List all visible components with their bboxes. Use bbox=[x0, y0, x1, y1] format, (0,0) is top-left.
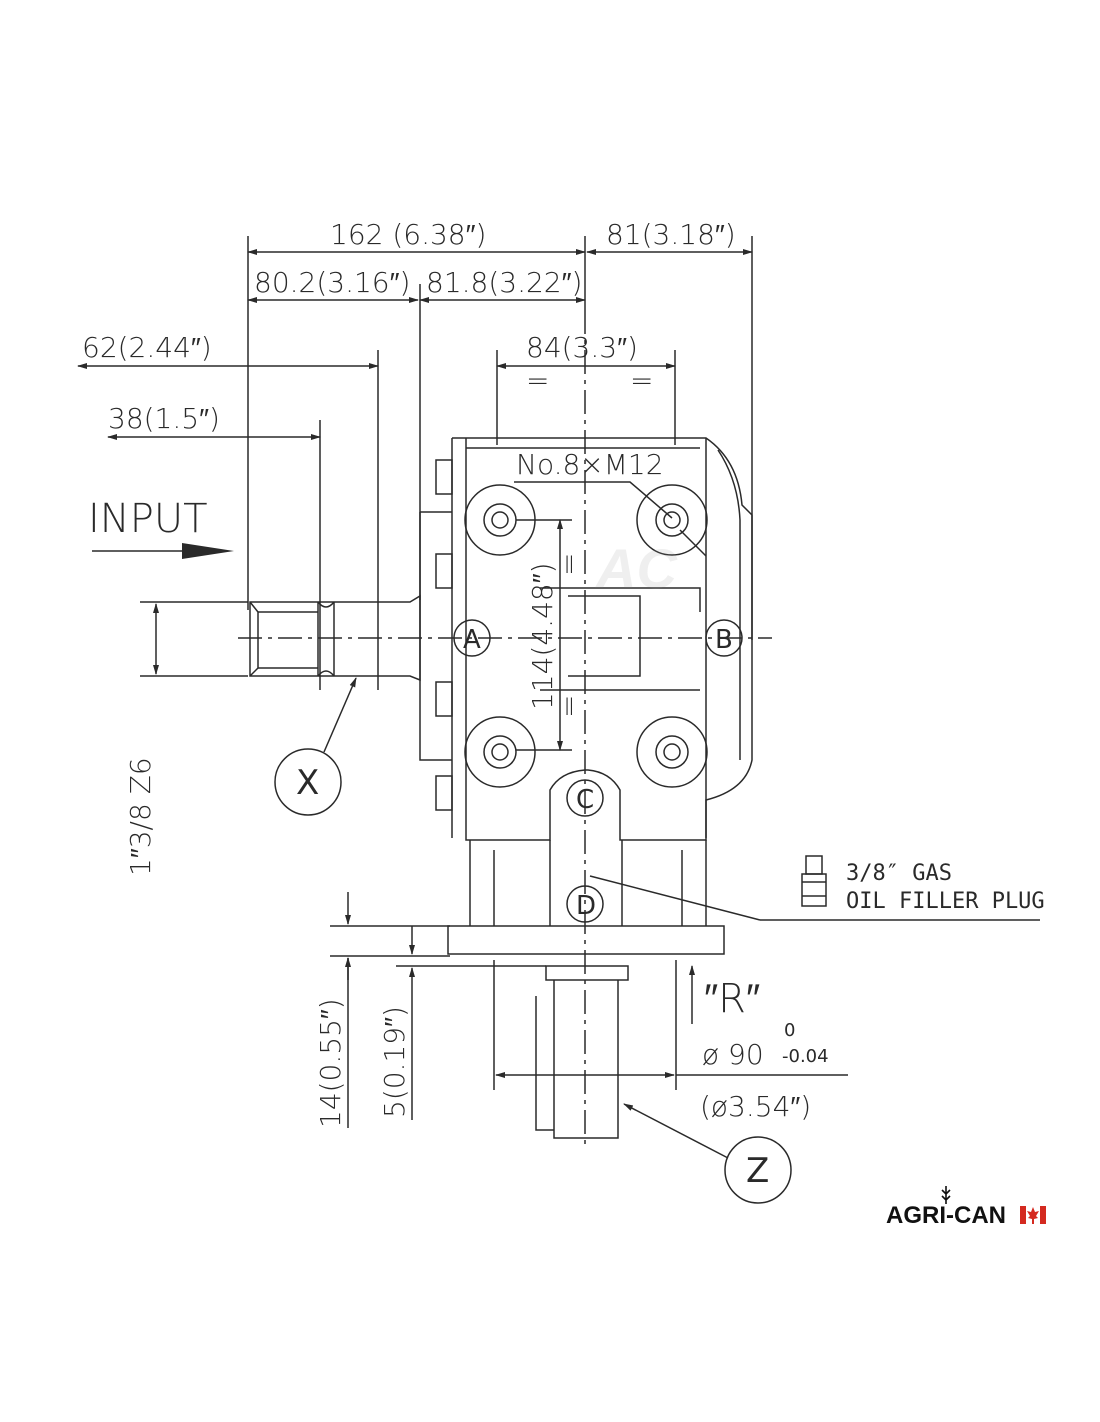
equal-vertical-bottom: = bbox=[552, 695, 585, 718]
plug-label-line1: 3/8″ GAS bbox=[846, 861, 952, 886]
tolerance-lower: -0.04 bbox=[782, 1046, 829, 1067]
dim-162-label: 162 (6.38″) bbox=[330, 218, 486, 251]
dim-14-label: 14(0.55″) bbox=[314, 998, 347, 1128]
dim-shaft-spline-label: 1″3/8 Z6 bbox=[124, 757, 157, 876]
point-b-label: B bbox=[715, 625, 733, 655]
agri-can-logo: AGRI-CAN bbox=[886, 1186, 1046, 1229]
point-d-label: D bbox=[576, 891, 596, 921]
wheat-icon bbox=[941, 1186, 951, 1204]
dim-62-label: 62(2.44″) bbox=[82, 331, 212, 364]
equal-vertical-top: = bbox=[552, 553, 585, 576]
dim-114-label: 114(4.48″) bbox=[526, 562, 559, 710]
canada-flag-icon bbox=[1020, 1206, 1046, 1224]
dim-81-label: 81(3.18″) bbox=[606, 218, 736, 251]
tolerance-upper: 0 bbox=[784, 1020, 795, 1041]
svg-text:AC: AC bbox=[594, 537, 678, 600]
equal-right: = bbox=[630, 364, 653, 397]
dim-80-2-label: 80.2(3.16″) bbox=[254, 266, 410, 299]
bolts-label: No.8×M12 bbox=[516, 448, 664, 481]
dia-354-label: (ø3.54″) bbox=[700, 1090, 811, 1123]
dia-90-label: ø 90 bbox=[702, 1038, 764, 1071]
logo-text: AGRI-CAN bbox=[886, 1202, 1006, 1229]
plug-label-line2: OIL FILLER PLUG bbox=[846, 889, 1045, 914]
shaft-z-label: Z bbox=[746, 1151, 769, 1191]
watermark-logo: AC bbox=[594, 537, 678, 600]
dim-38-label: 38(1.5″) bbox=[108, 402, 220, 435]
equal-left: = bbox=[526, 364, 549, 397]
point-a-label: A bbox=[463, 625, 481, 655]
shaft-x-label: X bbox=[296, 763, 319, 803]
point-c-label: C bbox=[576, 785, 594, 815]
dim-84-label: 84(3.3″) bbox=[526, 331, 638, 364]
gearbox-housing bbox=[419, 437, 753, 1139]
dim-81-8-label: 81.8(3.22″) bbox=[426, 266, 582, 299]
oil-plug-icon bbox=[801, 855, 827, 907]
rotation-label: ″R″ bbox=[704, 976, 760, 1022]
dim-5-label: 5(0.19″) bbox=[378, 1006, 411, 1118]
input-arrow bbox=[92, 543, 234, 559]
input-label: INPUT bbox=[88, 496, 208, 542]
